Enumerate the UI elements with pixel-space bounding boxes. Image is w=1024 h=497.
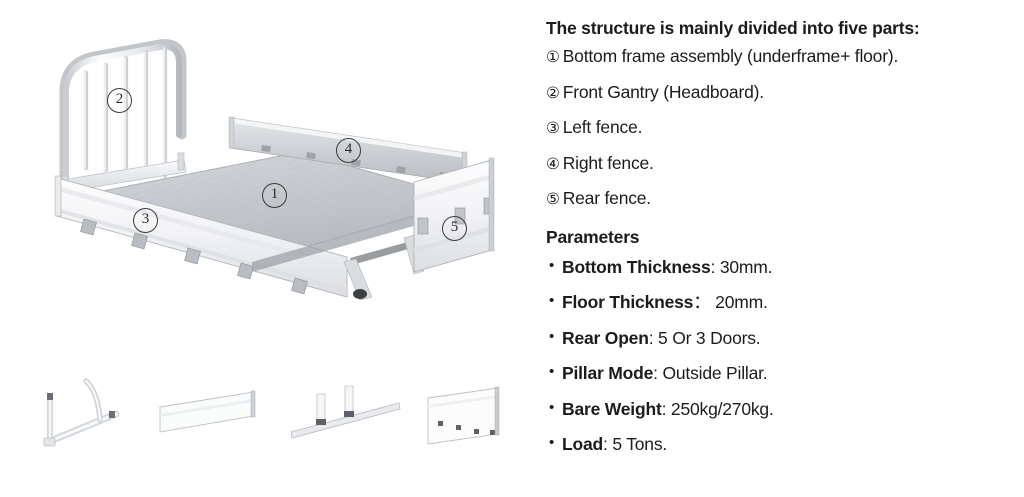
parameter-item: Load: 5 Tons. (546, 427, 1010, 463)
parameter-value: : Outside Pillar. (653, 363, 768, 383)
parameter-item: Bare Weight: 250kg/270kg. (546, 392, 1010, 428)
parameter-item: Bottom Thickness: 30mm. (546, 250, 1010, 286)
parameter-item: Rear Open: 5 Or 3 Doors. (546, 321, 1010, 357)
specification-panel: The structure is mainly divided into fiv… (535, 0, 1024, 497)
circled-number-1: ① (546, 48, 560, 66)
parameter-label: Bare Weight (562, 398, 662, 419)
parameter-value: : 30mm. (710, 256, 773, 277)
parameter-label: Rear Open (562, 327, 649, 348)
parameters-heading: Parameters (546, 226, 640, 247)
truck-bed-exploded-diagram (43, 39, 500, 447)
parameter-value: ： 20mm. (693, 292, 768, 312)
callout-rear-fence: 5 (442, 216, 467, 241)
structure-part-label: Front Gantry (Headboard). (562, 81, 764, 102)
circled-number-3: ③ (546, 119, 560, 137)
parameter-label: Floor Thickness (562, 292, 694, 312)
callout-left-fence: 3 (133, 208, 158, 233)
callout-front-gantry: 2 (107, 88, 132, 113)
parameter-label: Load (562, 434, 604, 454)
parameter-item: Floor Thickness： 20mm. (546, 285, 1010, 321)
parameters-list: Bottom Thickness: 30mm. Floor Thickness：… (546, 250, 1010, 463)
circled-number-2: ② (546, 83, 560, 102)
parameter-value: : 5 Tons. (603, 434, 668, 454)
circled-number-4: ④ (546, 154, 560, 173)
part-headboard-frame-graphic (43, 378, 120, 447)
callout-bottom-frame-assembly: 1 (262, 183, 287, 208)
circled-number-5: ⑤ (546, 190, 560, 208)
parameter-label: Bottom Thickness (562, 256, 711, 277)
part-rail-with-posts-graphic (290, 385, 401, 439)
product-illustration: 1 2 3 4 5 (43, 39, 500, 447)
structure-heading: The structure is mainly divided into fiv… (546, 18, 920, 38)
parameter-item: Pillar Mode: Outside Pillar. (546, 356, 1010, 392)
parameter-label: Pillar Mode (562, 363, 654, 383)
structure-part-label: Left fence. (562, 117, 643, 137)
parameter-value: : 250kg/270kg. (661, 398, 774, 419)
headboard-graphic (59, 39, 187, 194)
callout-right-fence: 4 (336, 138, 361, 163)
part-side-panel-graphic (159, 390, 256, 433)
parameter-value: : 5 Or 3 Doors. (648, 327, 761, 348)
part-rear-door-panel-graphic (427, 386, 500, 445)
structure-part-label: Rear fence. (562, 188, 651, 208)
structure-part-label: Right fence. (562, 152, 654, 173)
structure-part-label: Bottom frame assembly (underframe+ floor… (562, 46, 899, 66)
left-fence-graphic (54, 175, 348, 298)
